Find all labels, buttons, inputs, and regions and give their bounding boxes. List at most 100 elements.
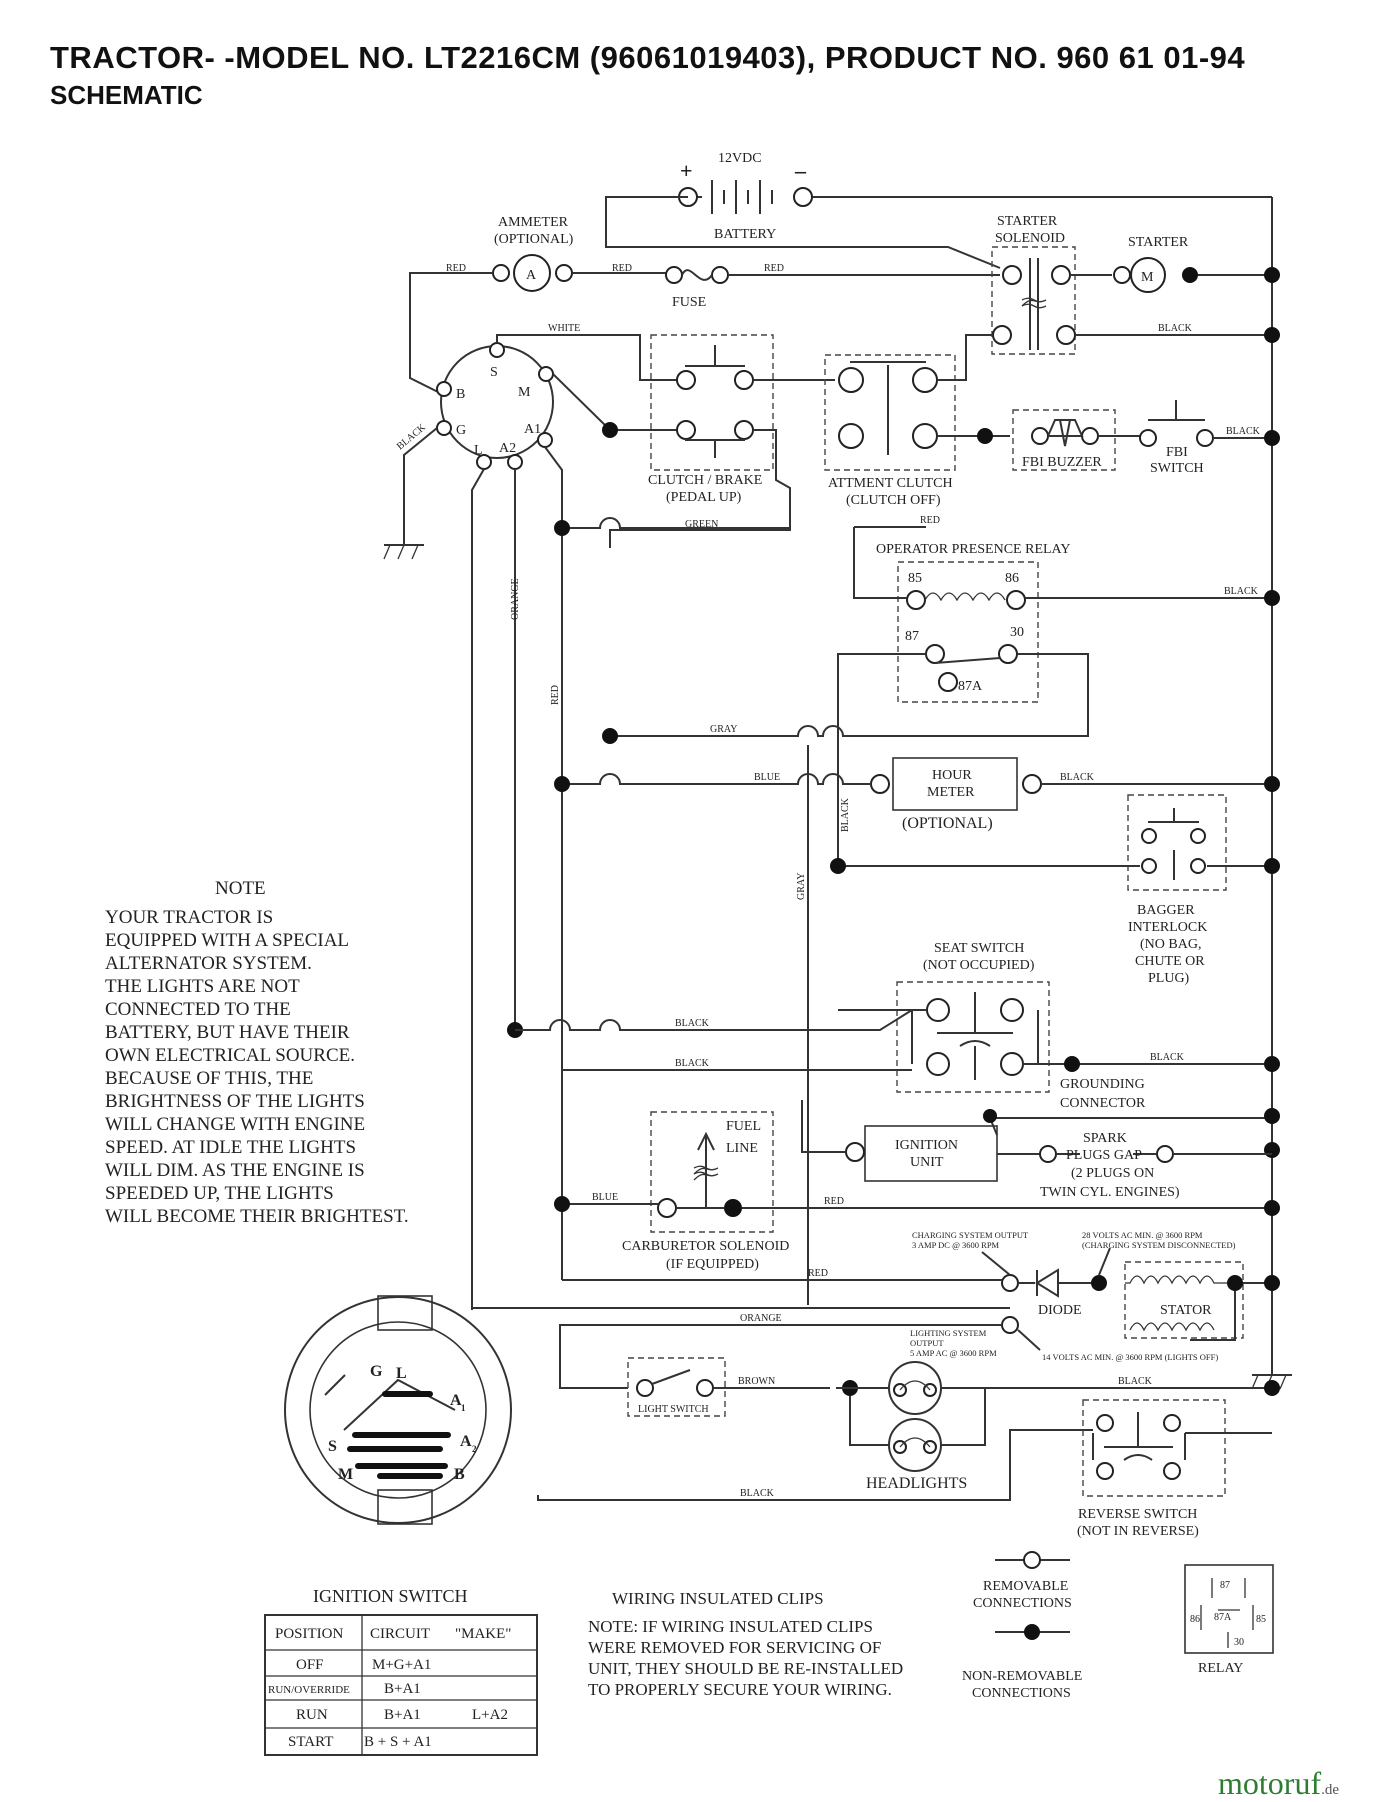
legend-relay-86: 86 <box>1190 1614 1200 1625</box>
wire-label-black-gnd2: BLACK <box>1150 1052 1185 1063</box>
seat-switch-label-1: SEAT SWITCH <box>934 941 1024 956</box>
starter-solenoid-label-1: STARTER <box>997 214 1058 229</box>
volts28-label-1: 28 VOLTS AC MIN. @ 3600 RPM <box>1082 1230 1203 1240</box>
watermark-tld: .de <box>1321 1782 1340 1798</box>
face-G: G <box>370 1363 383 1380</box>
lighting-label-1: LIGHTING SYSTEM <box>910 1328 987 1338</box>
clutch-brake-switch: CLUTCH / BRAKE (PEDAL UP) <box>648 334 774 505</box>
fbi-switch-label-2: SWITCH <box>1150 461 1204 476</box>
bagger-label-3: (NO BAG, <box>1140 937 1201 952</box>
wire-label-red-1: RED <box>446 263 466 274</box>
face-A1: A <box>450 1392 462 1409</box>
battery-label: BATTERY <box>714 227 776 242</box>
table-cell: B + S + A1 <box>364 1734 432 1750</box>
wire-label-black-rev: BLACK <box>740 1488 775 1499</box>
fuel-line-label-2: LINE <box>726 1141 758 1156</box>
table-header: POSITION <box>275 1626 344 1642</box>
charging-label-2: 3 AMP DC @ 3600 RPM <box>912 1240 1000 1250</box>
face-S: S <box>328 1438 337 1455</box>
legend-nonremovable-1: NON-REMOVABLE <box>962 1669 1082 1684</box>
face-A1-sub: 1 <box>461 1403 466 1413</box>
relay-title: OPERATOR PRESENCE RELAY <box>876 542 1070 557</box>
battery-plus: + <box>680 158 693 183</box>
clutch-brake-label-1: CLUTCH / BRAKE <box>648 473 762 488</box>
wire-label-gray-h: GRAY <box>710 724 737 735</box>
spark-label-2: PLUGS GAP <box>1066 1148 1142 1163</box>
starter-motor: M STARTER <box>1113 235 1198 293</box>
battery-minus: – <box>794 158 807 183</box>
ign-M: M <box>518 385 531 400</box>
legend-relay-87a: 87A <box>1214 1612 1232 1623</box>
relay-pin-87a: 87A <box>958 679 983 694</box>
note-line: OWN ELECTRICAL SOURCE. <box>105 1045 355 1066</box>
table-header: "MAKE" <box>455 1626 511 1642</box>
relay-pin-87: 87 <box>905 629 919 644</box>
clips-line: NOTE: IF WIRING INSULATED CLIPS <box>588 1617 873 1636</box>
wire-label-black-seat2: BLACK <box>675 1058 710 1069</box>
carb-label-2: (IF EQUIPPED) <box>666 1257 759 1272</box>
wire-label-black-hm: BLACK <box>1060 772 1095 783</box>
hour-meter-label-2: METER <box>927 785 975 800</box>
attachment-clutch-switch: ATTMENT CLUTCH (CLUTCH OFF) <box>824 354 956 508</box>
lighting-label-2: OUTPUT <box>910 1338 944 1348</box>
table-cell: RUN/OVERRIDE <box>268 1684 350 1696</box>
ignition-switch-face: G L A 1 A 2 S M B IGNITION SWITCH <box>284 1295 512 1606</box>
table-header: CIRCUIT <box>370 1626 430 1642</box>
page-subtitle: SCHEMATIC <box>50 80 203 110</box>
carburetor-solenoid: FUEL LINE CARBURETOR SOLENOID (IF EQUIPP… <box>622 1111 789 1272</box>
wire-label-red-3: RED <box>764 263 784 274</box>
ign-G: G <box>456 423 466 438</box>
legend-relay-87: 87 <box>1220 1580 1230 1591</box>
alternator-note: NOTE YOUR TRACTOR IS EQUIPPED WITH A SPE… <box>105 878 409 1227</box>
note-title: NOTE <box>215 878 266 899</box>
note-line: WILL DIM. AS THE ENGINE IS <box>105 1160 365 1181</box>
light-switch: LIGHT SWITCH <box>627 1357 726 1417</box>
bagger-interlock: BAGGER INTERLOCK (NO BAG, CHUTE OR PLUG) <box>1127 794 1227 986</box>
face-M: M <box>338 1466 353 1483</box>
lighting-label-3: 5 AMP AC @ 3600 RPM <box>910 1348 997 1358</box>
ign-A2: A2 <box>499 441 516 456</box>
ign-S: S <box>490 365 498 380</box>
ammeter: A AMMETER (OPTIONAL) <box>492 215 574 292</box>
watermark-brand: motoruf <box>1218 1765 1322 1801</box>
wire-label-black-fbi: BLACK <box>1226 426 1261 437</box>
bagger-label-1: BAGGER <box>1137 903 1195 918</box>
seat-switch: SEAT SWITCH (NOT OCCUPIED) <box>896 941 1050 1093</box>
battery: + – 12VDC BATTERY <box>605 151 1272 269</box>
hour-meter: HOUR METER (OPTIONAL) <box>870 757 1042 832</box>
light-switch-label: LIGHT SWITCH <box>638 1404 709 1415</box>
connection-legend: REMOVABLE CONNECTIONS NON-REMOVABLE CONN… <box>962 1551 1274 1701</box>
wire-label-white: WHITE <box>548 323 580 334</box>
ammeter-label: AMMETER <box>498 215 569 230</box>
ammeter-optional: (OPTIONAL) <box>494 232 574 247</box>
fbi-switch: FBI SWITCH <box>1139 400 1214 476</box>
wiring-clips-note: WIRING INSULATED CLIPS NOTE: IF WIRING I… <box>588 1589 903 1699</box>
fbi-buzzer: FBI BUZZER <box>1012 409 1116 471</box>
grounding-label-2: CONNECTOR <box>1060 1096 1146 1111</box>
battery-voltage: 12VDC <box>718 151 762 166</box>
face-A2: A <box>460 1433 472 1450</box>
table-cell: START <box>288 1734 333 1750</box>
starter-solenoid-label-2: SOLENOID <box>995 231 1065 246</box>
fbi-buzzer-label: FBI BUZZER <box>1022 455 1102 470</box>
hour-meter-optional: (OPTIONAL) <box>902 815 993 832</box>
wire-label-red-2: RED <box>612 263 632 274</box>
wire-label-gray-v: GRAY <box>796 873 807 900</box>
fbi-switch-label-1: FBI <box>1166 445 1188 460</box>
fuse-label: FUSE <box>672 295 706 310</box>
watermark-logo: motoruf.de <box>1218 1765 1339 1802</box>
volts28-label-2: (CHARGING SYSTEM DISCONNECTED) <box>1082 1240 1236 1250</box>
charging-system: CHARGING SYSTEM OUTPUT 3 AMP DC @ 3600 R… <box>912 1230 1280 1341</box>
reverse-label-2: (NOT IN REVERSE) <box>1077 1524 1199 1539</box>
carb-label-1: CARBURETOR SOLENOID <box>622 1239 789 1254</box>
starter-letter: M <box>1141 270 1154 285</box>
wire-label-red-v: RED <box>550 685 561 705</box>
legend-relay-label: RELAY <box>1198 1661 1243 1676</box>
wire-label-black-v: BLACK <box>840 797 851 832</box>
relay-pin-86: 86 <box>1005 571 1019 586</box>
fuse: FUSE <box>665 266 729 310</box>
note-line: WILL BECOME THEIR BRIGHTEST. <box>105 1206 409 1227</box>
wire-label-red-charge: RED <box>808 1268 828 1279</box>
attment-clutch-label-1: ATTMENT CLUTCH <box>828 476 953 491</box>
